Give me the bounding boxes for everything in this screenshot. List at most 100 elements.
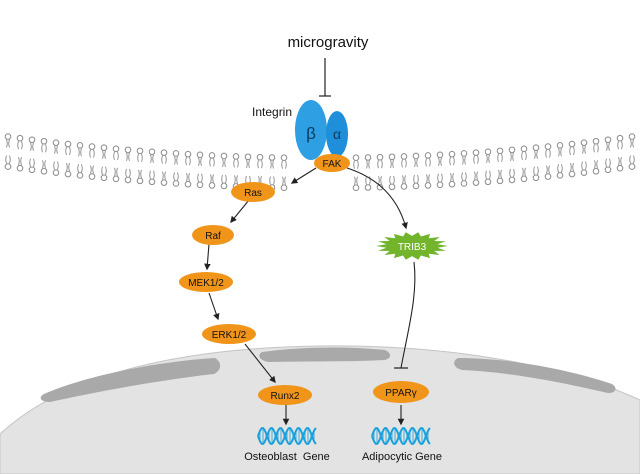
lipid-tail <box>438 157 442 166</box>
lipid-tail <box>221 174 227 184</box>
lipid-tail <box>462 156 466 165</box>
lipid-head <box>364 154 372 161</box>
lipid-tail <box>498 169 502 179</box>
mek-label: MEK1/2 <box>188 278 224 289</box>
lipid-head <box>196 151 204 159</box>
lipid-tail <box>42 160 46 169</box>
lipid-head <box>472 149 480 156</box>
lipid-head <box>472 179 480 186</box>
arrow-fak-to-trib3 <box>346 167 408 230</box>
lipid-head <box>496 177 504 185</box>
lipid-head <box>436 151 444 159</box>
lipid-head <box>244 153 252 161</box>
lipid-head <box>100 144 108 152</box>
lipid-tail <box>402 175 406 184</box>
lipid-tail <box>618 157 622 166</box>
lipid-head <box>448 180 456 188</box>
lipid-tail <box>354 176 358 185</box>
runx2-label: Runx2 <box>271 391 300 402</box>
lipid-tail <box>437 173 443 182</box>
lipid-tail <box>545 149 551 158</box>
arrow-erk-to-runx2 <box>244 343 276 384</box>
lipid-head <box>628 163 636 170</box>
lipid-head <box>268 154 276 161</box>
lipid-head <box>628 133 636 140</box>
lipid-tail <box>353 160 359 169</box>
lipid-head <box>604 166 612 174</box>
lipid-head <box>520 175 528 183</box>
lipid-head <box>184 150 192 158</box>
lipid-tail <box>198 157 202 166</box>
lipid-head <box>208 182 216 189</box>
lipid-head <box>280 154 288 162</box>
lipid-tail <box>497 153 503 163</box>
lipid-tail <box>30 142 34 151</box>
lipid-tail <box>222 158 226 168</box>
lipid-head <box>88 173 96 180</box>
lipid-head <box>592 167 600 175</box>
lipid-tail <box>510 152 514 162</box>
lipid-tail <box>473 155 479 164</box>
lipid-head <box>184 180 192 188</box>
lipid-tail <box>281 160 287 169</box>
lipid-head <box>532 174 540 182</box>
lipid-tail <box>66 162 70 172</box>
integrin-receptor: β α <box>295 100 348 160</box>
fak-node: FAK <box>314 154 350 172</box>
raf-node: Raf <box>192 225 234 245</box>
lipid-tail <box>101 166 107 175</box>
lipid-head <box>124 146 132 154</box>
lipid-tail <box>533 166 539 175</box>
integrin-beta-subunit <box>295 100 327 160</box>
lipid-tail <box>126 152 130 162</box>
lipid-tail <box>113 151 119 161</box>
dna-helix-adipocytic <box>371 427 431 445</box>
lipid-head <box>172 150 180 157</box>
lipid-head <box>148 148 156 156</box>
cell-membrane-bilayer <box>4 133 636 192</box>
lipid-tail <box>173 172 179 181</box>
lipid-tail <box>89 149 95 158</box>
ppar-gamma-label: PPARγ <box>385 388 417 399</box>
lipid-head <box>64 170 72 178</box>
lipid-tail <box>161 155 167 164</box>
lipid-head <box>232 153 240 160</box>
lipid-head <box>52 169 60 176</box>
lipid-head <box>484 148 492 156</box>
mek-node: MEK1/2 <box>179 272 233 292</box>
lipid-head <box>580 169 588 176</box>
lipid-tail <box>485 170 491 179</box>
lipid-tail <box>137 153 143 163</box>
lipid-tail <box>449 157 455 166</box>
lipid-tail <box>377 160 383 169</box>
dna-helix-osteoblast <box>257 427 317 445</box>
lipid-tail <box>5 155 11 164</box>
lipid-tail <box>450 173 454 182</box>
lipid-head <box>460 150 468 157</box>
ras-node: Ras <box>231 182 275 202</box>
trib3-node: TRIB3 <box>376 232 448 260</box>
lipid-head <box>112 145 120 153</box>
lipid-head <box>16 134 24 142</box>
dna-strand <box>371 427 431 445</box>
lipid-tail <box>114 167 118 177</box>
lipid-head <box>148 178 156 186</box>
lipid-head <box>196 181 204 189</box>
lipid-head <box>388 183 396 191</box>
lipid-head <box>508 176 516 184</box>
lipid-tail <box>569 146 575 156</box>
microgravity-label: microgravity <box>288 34 369 51</box>
lipid-head <box>400 153 408 160</box>
adipocytic-gene-label: Adipocytic Gene <box>362 451 442 463</box>
arrow-raf-to-mek <box>204 243 211 271</box>
lipid-tail <box>77 164 83 173</box>
dna-strand <box>257 427 317 445</box>
lipid-head <box>352 184 360 192</box>
lipid-head <box>136 177 144 185</box>
lipid-tail <box>54 145 58 154</box>
lipid-head <box>412 182 420 190</box>
lipid-tail <box>6 139 10 148</box>
lipid-head <box>88 143 96 150</box>
lipid-tail <box>390 159 394 169</box>
nucleus <box>0 345 640 474</box>
